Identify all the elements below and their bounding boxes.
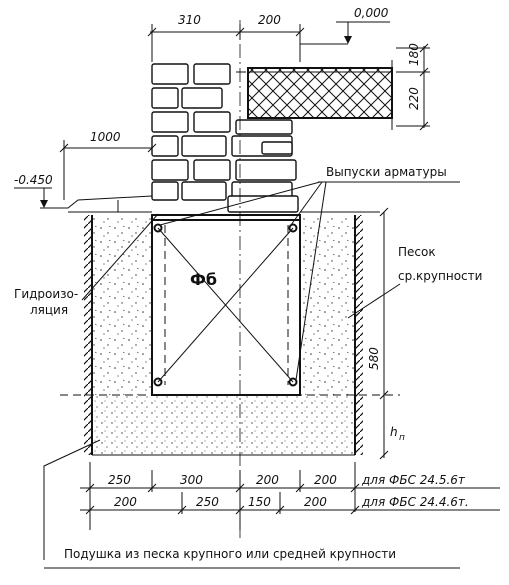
row1-cell3: 200 [256,473,279,487]
dim-h: h [390,425,398,439]
foundation-block [151,214,301,396]
dim-1000 [59,140,157,200]
cushion-label: Подушка из песка крупного или средней кр… [64,547,396,561]
sand-leader [347,283,401,319]
dim-right [396,43,430,131]
dim-580: 580 [367,347,381,370]
row1-label: для ФБС 24.5.6т [361,473,466,487]
waterproof-label-1: Гидроизо- [14,287,78,301]
level-zero-mark [300,21,390,45]
waterproof-leader [81,213,159,301]
rebar-label: Выпуски арматуры [326,165,447,179]
sand-cushion [92,395,355,455]
sand-fill [92,215,355,395]
dim-220: 220 [407,87,421,110]
row1-cell4: 200 [314,473,337,487]
row2-cell3: 150 [248,495,271,509]
level-zero-label: 0,000 [354,6,389,20]
brick-wall [151,63,299,213]
dim-table-lines [80,462,500,530]
dim-top [147,24,305,62]
sand-label-1: Песок [398,245,436,259]
cushion-leader [43,439,101,560]
block-label: Фб [190,270,217,289]
level-ground-mark [14,187,52,208]
rebar-leaders [159,181,327,381]
dim-h-sub: п [399,433,405,443]
row2-cell2: 250 [196,495,219,509]
row2-cell4: 200 [304,495,327,509]
row2-label: для ФБС 24.4.6т. [361,495,469,509]
trench-wall-right [354,215,363,455]
ground-line [40,195,380,213]
dim-180: 180 [407,43,421,66]
row1-cell1: 250 [108,473,131,487]
level-ground-label: -0.450 [14,173,53,187]
floor-slab [236,60,393,130]
dim-200-top: 200 [258,13,281,27]
dim-vertical-right [379,207,389,460]
row2-cell1: 200 [114,495,137,509]
row1-cell2: 300 [180,473,203,487]
trench-wall-left [84,215,93,455]
dim-1000-label: 1000 [90,130,121,144]
waterproof-label-2: ляция [30,303,68,317]
sand-label-2: ср.крупности [398,269,482,283]
dim-310: 310 [178,13,201,27]
